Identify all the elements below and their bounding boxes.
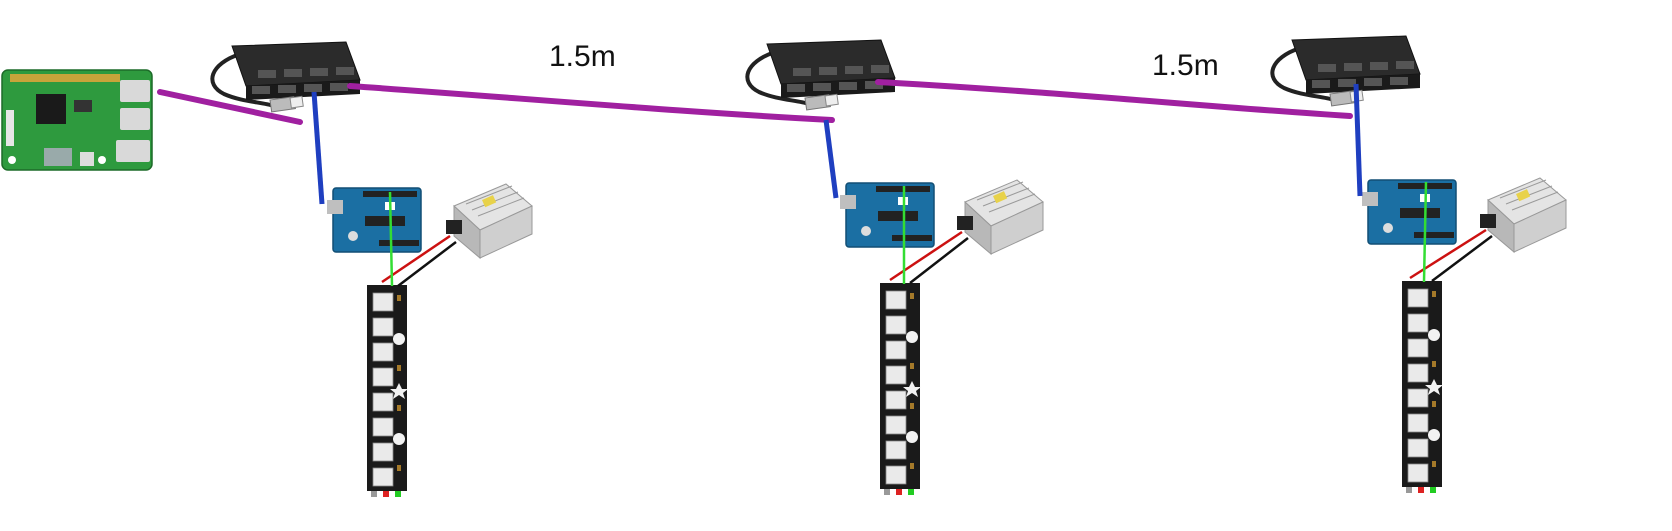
led-strip <box>366 284 409 498</box>
usb-hub <box>210 40 362 114</box>
led-strip <box>1401 280 1444 494</box>
power-wires <box>381 228 1493 287</box>
distance-label-2: 1.5m <box>1152 49 1219 82</box>
arduino-board <box>326 187 422 253</box>
usb-cable-hub-to-arduino <box>311 91 325 205</box>
unit-1 <box>210 40 533 498</box>
data-wires <box>388 181 1428 287</box>
power-supply <box>445 183 533 259</box>
usb-cable-hub-2-to-hub-3 <box>875 79 1353 119</box>
led-strip <box>879 282 922 496</box>
power-wire-red <box>1409 228 1487 280</box>
usb-cable-hub-to-arduino <box>823 119 839 199</box>
data-wire <box>388 191 394 287</box>
usb-cable-hub-to-arduino <box>1353 83 1363 197</box>
power-wire-black <box>397 241 457 287</box>
power-wire-black <box>909 237 969 284</box>
usb-hub <box>1270 34 1422 108</box>
usb-hub <box>745 38 897 112</box>
power-supply <box>956 179 1044 255</box>
arduino-board <box>1361 179 1457 245</box>
power-wire-red <box>381 234 451 284</box>
hub-to-arduino-cables <box>311 83 1363 205</box>
usb-cable-hub-1-to-hub-2 <box>347 83 835 123</box>
unit-3 <box>1270 34 1567 494</box>
unit-2 <box>745 38 1044 496</box>
power-supply <box>1479 177 1567 253</box>
usb-links <box>157 79 1353 125</box>
distance-label-1: 1.5m <box>549 40 616 73</box>
usb-cable-pi-to-hub-1 <box>157 89 303 125</box>
data-wire <box>1422 181 1428 283</box>
power-wire-red <box>889 230 963 282</box>
power-wire-black <box>1431 235 1493 282</box>
arduino-board <box>839 182 935 248</box>
raspberry-pi <box>1 69 153 171</box>
